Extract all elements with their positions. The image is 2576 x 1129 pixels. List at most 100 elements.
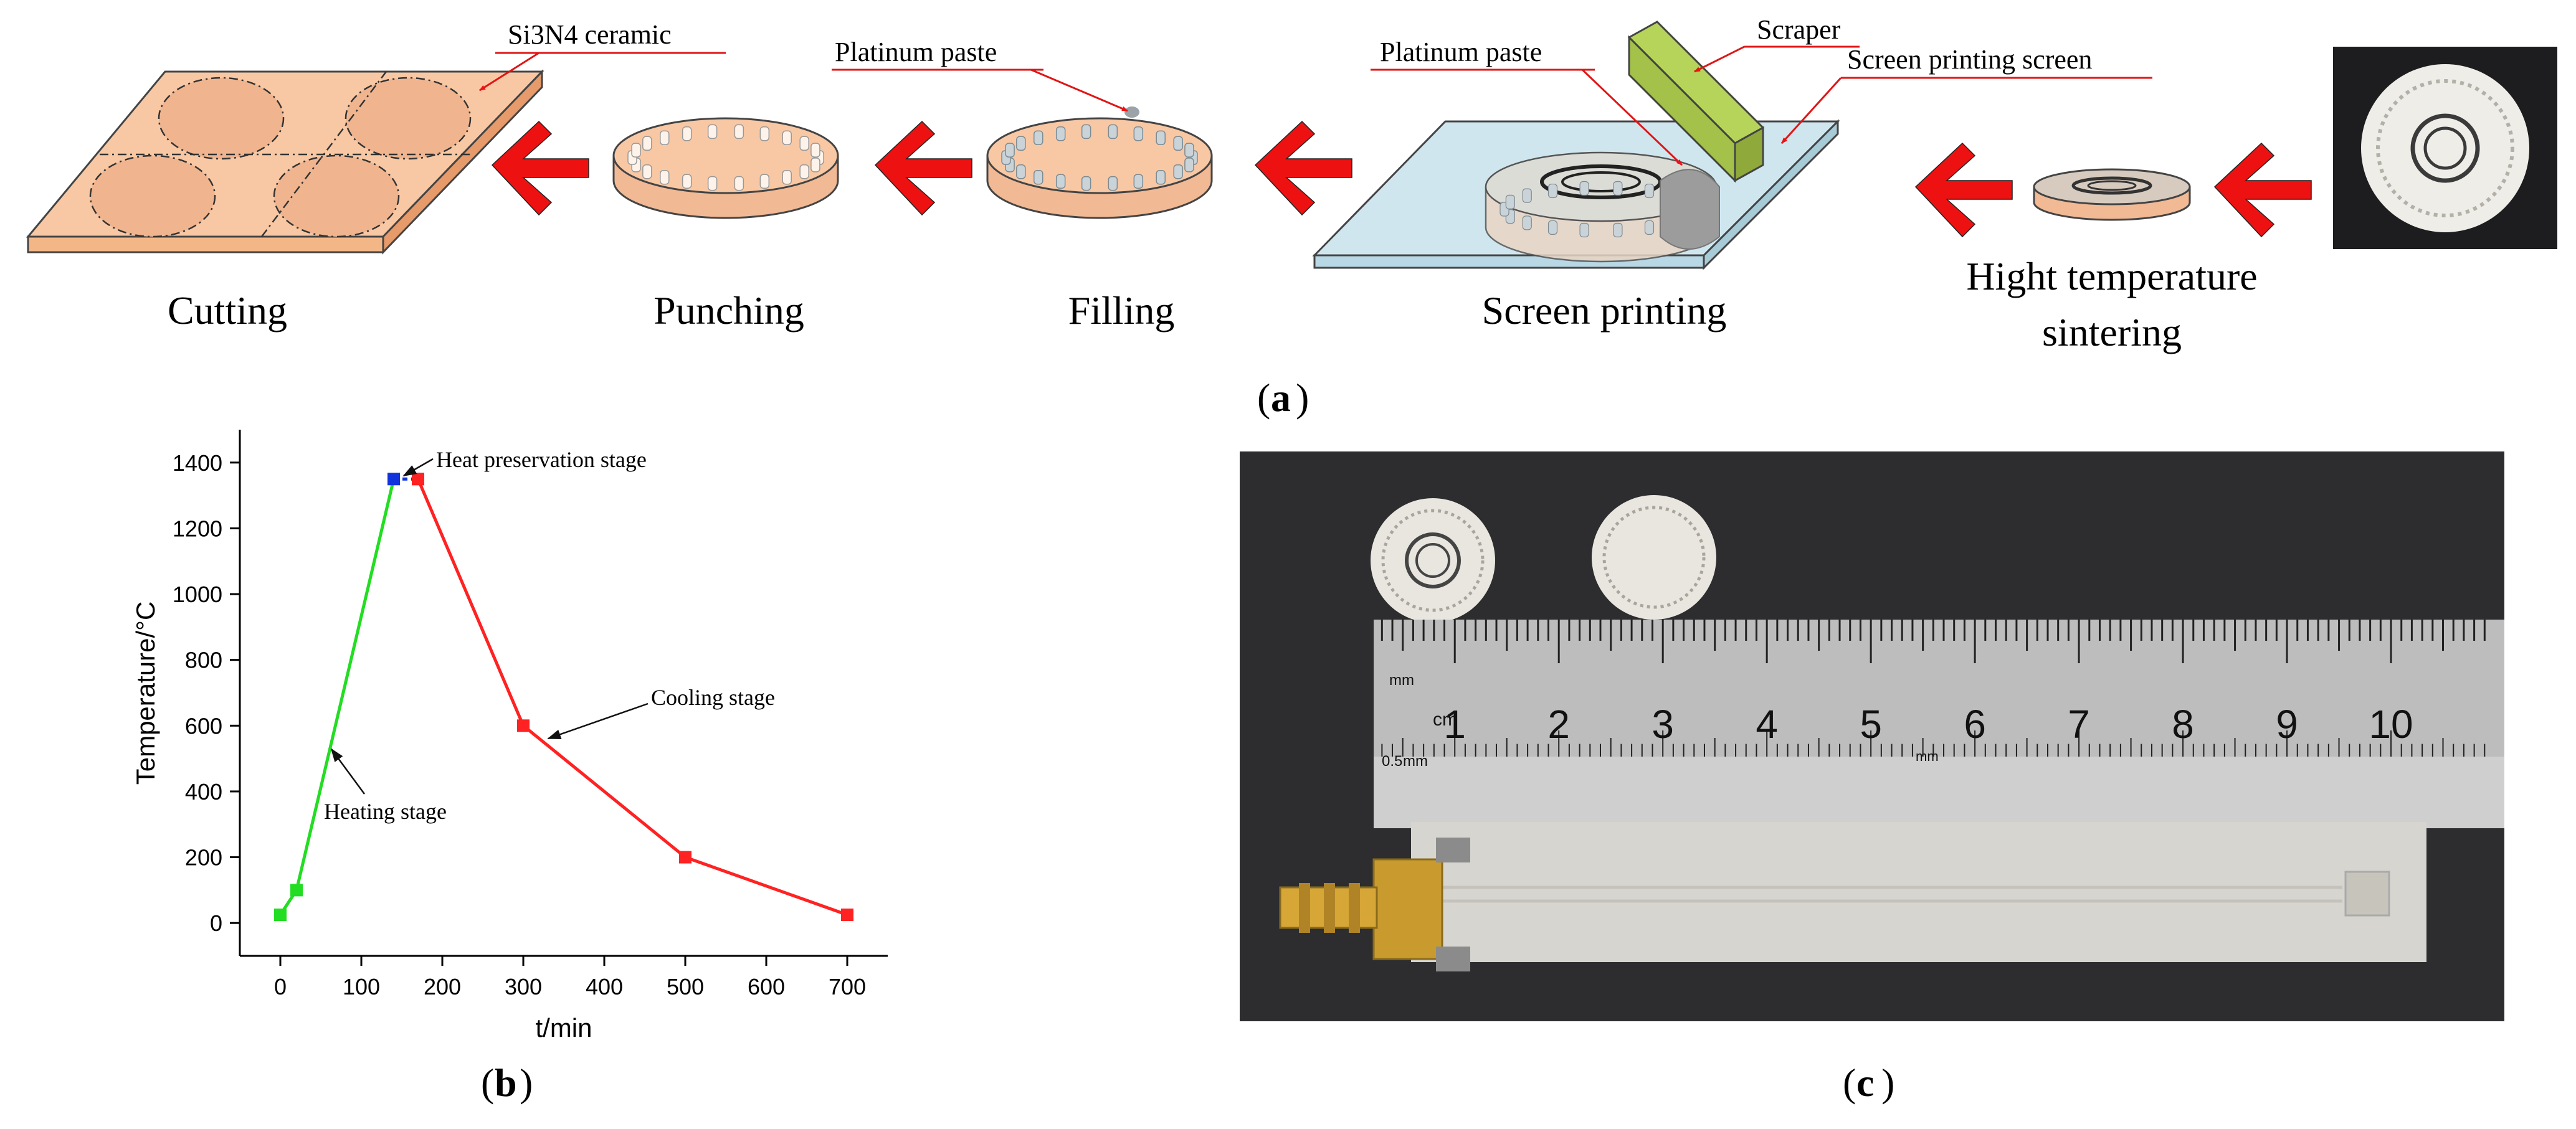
via-hole [707, 176, 718, 191]
via-hole [759, 126, 770, 141]
step-filling: Filling [1068, 288, 1175, 333]
y-tick-label: 600 [185, 713, 222, 739]
via-hole [810, 158, 820, 172]
ruler-number: 7 [2068, 702, 2090, 747]
x-tick-label: 200 [424, 974, 461, 999]
data-point [517, 719, 530, 732]
x-tick-label: 600 [748, 974, 785, 999]
panel-a: Si3N4 ceramic Platinum paste Platinum pa… [26, 14, 2557, 420]
panel-b-close-paren: ) [520, 1061, 533, 1105]
via-hole [1505, 194, 1515, 209]
annotation-arrow-heat [402, 458, 434, 477]
annotation-heat-preservation: Heat preservation stage [436, 447, 647, 472]
callout-scraper: Scraper [1757, 14, 1841, 45]
via-hole [1133, 174, 1144, 189]
via-hole [1156, 169, 1166, 185]
data-point [387, 473, 400, 486]
process-arrow [2213, 142, 2312, 238]
panel-c-label: c [1856, 1061, 1874, 1105]
via-hole [682, 126, 692, 141]
via-hole [782, 169, 792, 185]
disk-back-side [1592, 495, 1716, 620]
process-arrow [491, 120, 589, 216]
sensor-strip [1411, 822, 2426, 962]
ruler-unit-mm-top: mm [1389, 672, 1414, 689]
step-sintering-line2: sintering [2042, 310, 2182, 354]
via-hole [759, 174, 770, 189]
panel-a-open-paren: ( [1257, 376, 1270, 420]
ruler-unit-mm-half: mm [1403, 753, 1428, 770]
ruler-number: 3 [1652, 702, 1674, 747]
via-hole [1579, 222, 1589, 238]
via-hole [707, 124, 718, 139]
callout-platinum-paste-filling: Platinum paste [835, 37, 997, 67]
via-hole [682, 174, 692, 189]
panel-b-open-paren: ( [481, 1061, 494, 1105]
x-axis-label: t/min [535, 1013, 592, 1042]
data-point [290, 884, 303, 897]
step-cutting: Cutting [168, 288, 287, 333]
y-tick-label: 1000 [173, 582, 222, 607]
sintered-disk [2033, 168, 2191, 221]
annotation-arrow-cooling [547, 702, 649, 740]
data-point [412, 473, 424, 486]
via-hole [1156, 130, 1166, 146]
via-hole [1184, 158, 1194, 172]
via-hole [1055, 126, 1066, 141]
y-axis-label: Temperature/°C [131, 602, 160, 785]
series-line [416, 478, 848, 917]
sintered-disk-photo [2333, 47, 2557, 249]
series-line [278, 478, 396, 916]
ruler-number: 1 [1443, 702, 1466, 747]
ruler-number: 9 [2276, 702, 2298, 747]
step-labels: Cutting Punching Filling Screen printing… [168, 254, 2258, 354]
ruler-unit-cm: cm [1433, 709, 1458, 730]
screen-printing-setup [1312, 21, 1840, 270]
via-hole [660, 169, 670, 185]
via-hole [1133, 126, 1144, 141]
via-hole [799, 136, 809, 151]
panel-c-open-paren: ( [1843, 1061, 1856, 1105]
x-tick-label: 400 [586, 974, 623, 999]
via-hole [782, 130, 792, 146]
data-point [679, 851, 692, 864]
panel-a-close-paren: ) [1296, 376, 1309, 420]
ruler-unit-mm-mid: mm [1916, 749, 1939, 764]
ruler-number: 8 [2172, 702, 2194, 747]
filled-disk [986, 106, 1213, 219]
x-tick-label: 500 [667, 974, 704, 999]
x-tick-label: 700 [829, 974, 866, 999]
step-screen-printing: Screen printing [1482, 288, 1727, 333]
via-hole [1005, 143, 1015, 158]
via-hole [1108, 124, 1118, 139]
step-sintering-line1: Hight temperature [1966, 254, 2257, 298]
via-hole [1644, 220, 1655, 235]
via-hole [1173, 136, 1183, 151]
process-arrow [874, 120, 972, 216]
y-tick-label: 0 [210, 910, 222, 936]
via-hole [810, 143, 820, 158]
ruler-number: 6 [1964, 702, 1986, 747]
disk-with-electrode [1371, 498, 1495, 623]
via-hole [1081, 176, 1091, 191]
via-hole [1547, 220, 1558, 235]
via-hole [660, 130, 670, 146]
annotation-heating: Heating stage [324, 799, 447, 824]
via-hole [1173, 164, 1183, 179]
ceramic-slab [26, 69, 544, 255]
via-hole [1547, 183, 1558, 199]
via-hole [642, 136, 652, 151]
ruler-number: 5 [1860, 702, 1882, 747]
sma-connector [1279, 838, 1470, 971]
step-punching: Punching [654, 288, 804, 333]
via-hole [631, 143, 641, 158]
y-tick-label: 1200 [173, 516, 222, 541]
via-hole [799, 164, 809, 179]
callout-si3n4-ceramic: Si3N4 ceramic [508, 19, 672, 50]
via-hole [734, 124, 744, 139]
y-tick-label: 400 [185, 779, 222, 805]
y-tick-label: 800 [185, 648, 222, 673]
ruler-number: 2 [1547, 702, 1570, 747]
via-hole [1613, 181, 1623, 196]
